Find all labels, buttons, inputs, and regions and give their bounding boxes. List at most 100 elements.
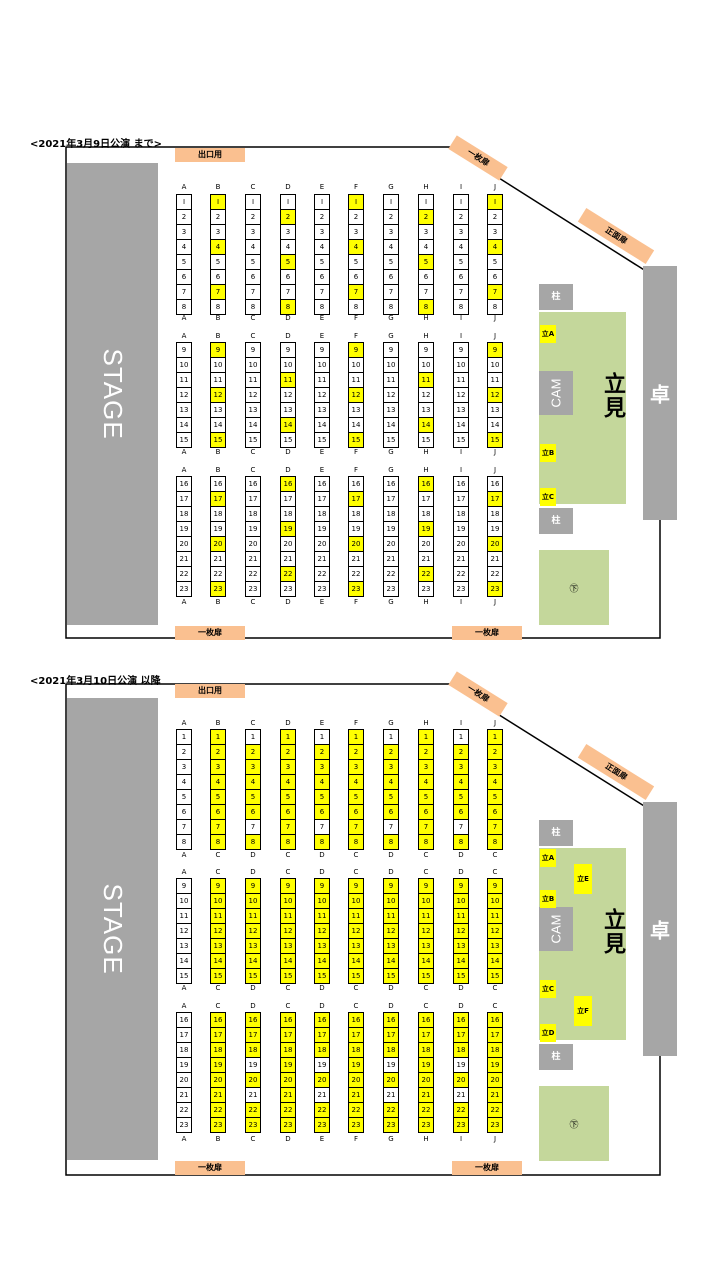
seat[interactable]: 23 <box>210 581 226 597</box>
seat[interactable]: 23 <box>314 581 330 597</box>
seat[interactable]: 12 <box>245 923 261 939</box>
seat[interactable]: 3 <box>487 759 503 775</box>
seat[interactable]: 3 <box>383 759 399 775</box>
seat[interactable]: 21 <box>348 1087 364 1103</box>
seat[interactable]: 20 <box>314 1072 330 1088</box>
seat[interactable]: 15 <box>487 432 503 448</box>
seat[interactable]: 21 <box>487 1087 503 1103</box>
seat[interactable]: 23 <box>383 1117 399 1133</box>
seat[interactable]: 22 <box>176 1102 192 1118</box>
seat[interactable]: 12 <box>383 923 399 939</box>
seat[interactable]: 4 <box>176 774 192 790</box>
seat[interactable]: 2 <box>314 744 330 760</box>
seat[interactable]: 14 <box>314 953 330 969</box>
seat[interactable]: 15 <box>453 968 469 984</box>
seat[interactable]: 23 <box>245 1117 261 1133</box>
seat[interactable]: 8 <box>418 299 434 315</box>
seat[interactable]: 12 <box>383 387 399 403</box>
seat[interactable]: 14 <box>245 417 261 433</box>
seat[interactable]: 6 <box>280 804 296 820</box>
seat[interactable]: 11 <box>314 908 330 924</box>
seat[interactable]: 23 <box>280 1117 296 1133</box>
seat[interactable]: 7 <box>210 819 226 835</box>
seat[interactable]: 5 <box>418 789 434 805</box>
seat[interactable]: 15 <box>245 432 261 448</box>
seat[interactable]: 12 <box>314 923 330 939</box>
seat[interactable]: 15 <box>280 968 296 984</box>
seat[interactable]: 16 <box>245 1012 261 1028</box>
seat[interactable]: 16 <box>210 476 226 492</box>
seat[interactable]: 23 <box>487 1117 503 1133</box>
seat[interactable]: 22 <box>487 1102 503 1118</box>
seat[interactable]: 20 <box>176 536 192 552</box>
seat[interactable]: 21 <box>280 1087 296 1103</box>
seat[interactable]: 20 <box>383 1072 399 1088</box>
seat[interactable]: 17 <box>453 1027 469 1043</box>
seat[interactable]: 18 <box>245 1042 261 1058</box>
seat[interactable]: 16 <box>210 1012 226 1028</box>
seat[interactable]: 1 <box>418 729 434 745</box>
seat[interactable]: 7 <box>453 284 469 300</box>
seat[interactable]: 1 <box>453 729 469 745</box>
seat[interactable]: 23 <box>245 581 261 597</box>
seat[interactable]: 18 <box>487 506 503 522</box>
seat[interactable]: 20 <box>487 1072 503 1088</box>
seat[interactable]: 15 <box>210 968 226 984</box>
seat[interactable]: 18 <box>210 1042 226 1058</box>
seat[interactable]: 5 <box>487 789 503 805</box>
seat[interactable]: 11 <box>487 372 503 388</box>
seat[interactable]: 4 <box>245 239 261 255</box>
seat[interactable]: 15 <box>314 432 330 448</box>
seat[interactable]: 6 <box>314 804 330 820</box>
seat[interactable]: 11 <box>348 908 364 924</box>
seat[interactable]: 16 <box>418 476 434 492</box>
seat[interactable]: 11 <box>280 908 296 924</box>
seat[interactable]: 15 <box>418 968 434 984</box>
seat[interactable]: 1 <box>314 729 330 745</box>
seat[interactable]: 15 <box>245 968 261 984</box>
seat[interactable]: 15 <box>487 968 503 984</box>
seat[interactable]: 18 <box>487 1042 503 1058</box>
seat[interactable]: 21 <box>245 1087 261 1103</box>
seat[interactable]: 19 <box>176 1057 192 1073</box>
seat[interactable]: 10 <box>348 893 364 909</box>
seat[interactable]: 7 <box>418 819 434 835</box>
seat[interactable]: 7 <box>280 819 296 835</box>
seat[interactable]: 10 <box>176 893 192 909</box>
seat[interactable]: 18 <box>280 1042 296 1058</box>
seat[interactable]: 9 <box>383 878 399 894</box>
seat[interactable]: 10 <box>210 893 226 909</box>
seat[interactable]: 19 <box>280 521 296 537</box>
seat[interactable]: 6 <box>383 804 399 820</box>
seat[interactable]: 11 <box>487 908 503 924</box>
seat[interactable]: 22 <box>383 1102 399 1118</box>
seat[interactable]: 23 <box>348 581 364 597</box>
seat[interactable]: 1 <box>487 729 503 745</box>
seat[interactable]: 5 <box>348 789 364 805</box>
seat[interactable]: 19 <box>280 1057 296 1073</box>
seat[interactable]: 19 <box>418 1057 434 1073</box>
seat[interactable]: 23 <box>280 581 296 597</box>
seat[interactable]: 19 <box>210 1057 226 1073</box>
seat[interactable]: 17 <box>418 1027 434 1043</box>
seat[interactable]: 23 <box>418 581 434 597</box>
seat[interactable]: 11 <box>418 908 434 924</box>
seat[interactable]: 12 <box>487 923 503 939</box>
seat[interactable]: 18 <box>210 506 226 522</box>
seat[interactable]: 4 <box>210 239 226 255</box>
seat[interactable]: 7 <box>348 819 364 835</box>
seat[interactable]: 15 <box>383 968 399 984</box>
seat[interactable]: 3 <box>453 759 469 775</box>
seat[interactable]: 19 <box>383 521 399 537</box>
seat[interactable]: 23 <box>418 1117 434 1133</box>
seat[interactable]: 13 <box>418 402 434 418</box>
seat[interactable]: 5 <box>280 789 296 805</box>
seat[interactable]: 18 <box>348 1042 364 1058</box>
seat[interactable]: 10 <box>348 357 364 373</box>
seat[interactable]: 5 <box>245 254 261 270</box>
seat[interactable]: 8 <box>280 834 296 850</box>
seat[interactable]: 4 <box>453 774 469 790</box>
seat[interactable]: 12 <box>418 923 434 939</box>
seat[interactable]: 16 <box>453 476 469 492</box>
seat[interactable]: 10 <box>176 357 192 373</box>
